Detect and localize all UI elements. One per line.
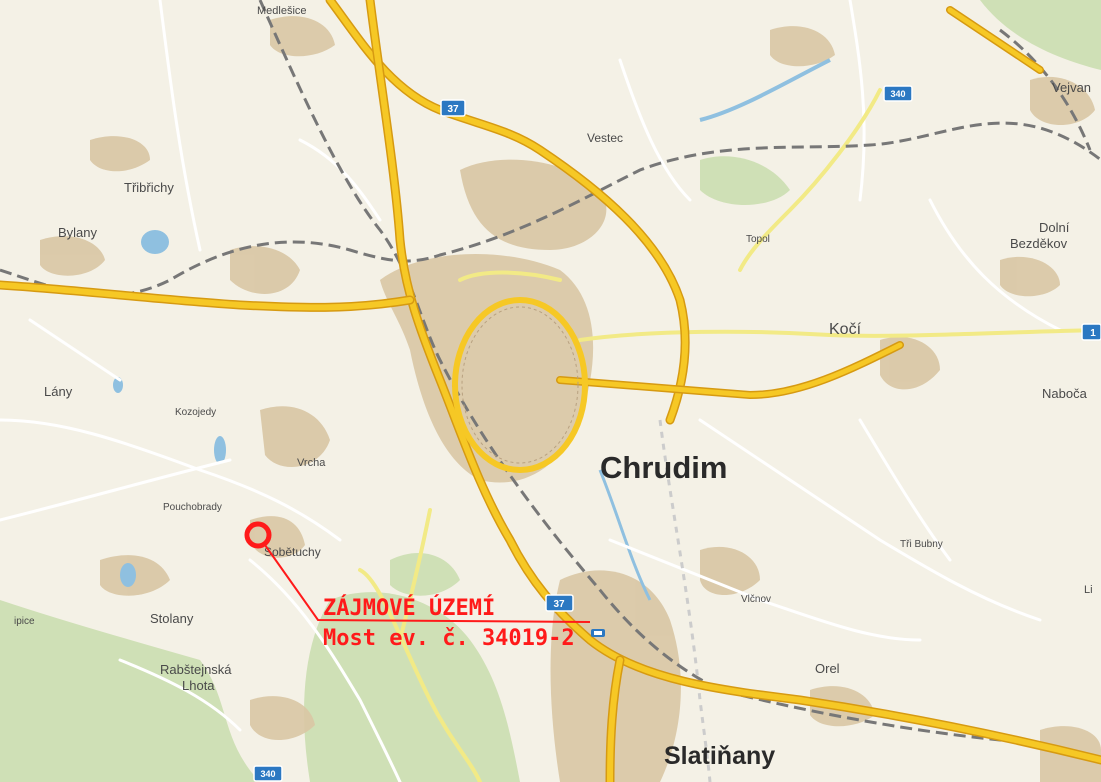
place-label-lhota: Lhota bbox=[182, 678, 215, 693]
place-label-vrcha: Vrcha bbox=[297, 457, 326, 469]
road-shield-340-right: 340 bbox=[883, 85, 913, 102]
place-label-stolany: Stolany bbox=[150, 611, 194, 626]
road-shield-37-top-label: 37 bbox=[447, 104, 459, 115]
city-label-chrudim: Chrudim bbox=[600, 450, 727, 485]
place-label-tribrichy: Třibřichy bbox=[124, 180, 174, 195]
annotation-bridge-id: Most ev. č. 34019-2 bbox=[323, 626, 575, 651]
bridge-icon bbox=[591, 629, 605, 637]
place-label-topol: Topol bbox=[746, 234, 770, 245]
road-shield-37-mid-label: 37 bbox=[553, 599, 565, 610]
city-label-slatinany: Slatiňany bbox=[664, 742, 775, 770]
place-label-bylany: Bylany bbox=[58, 225, 98, 240]
place-label-pouchobrady: Pouchobrady bbox=[163, 502, 222, 513]
railway-dashed-light bbox=[658, 419, 712, 782]
road-shield-1-right: 1 bbox=[1081, 323, 1101, 341]
annotation-title: ZÁJMOVÉ ÚZEMÍ bbox=[323, 595, 495, 621]
area-of-interest-marker[interactable] bbox=[244, 521, 272, 549]
local-roads bbox=[0, 0, 1062, 782]
road-shield-1-right-label: 1 bbox=[1090, 328, 1096, 339]
place-label-vejvan: Vejvan bbox=[1052, 80, 1091, 95]
place-label-li: Li bbox=[1084, 584, 1093, 596]
city-ring-road bbox=[452, 297, 588, 473]
annotation-leader-line bbox=[264, 544, 591, 623]
place-label-dolni: Dolní bbox=[1039, 220, 1070, 235]
place-label-koci: Kočí bbox=[829, 321, 862, 338]
road-shield-340-bottom-label: 340 bbox=[260, 769, 275, 779]
city-center-roads bbox=[461, 306, 579, 464]
place-label-orel: Orel bbox=[815, 661, 840, 676]
place-label-tri-bubny: Tři Bubny bbox=[900, 539, 943, 550]
road-shield-37-top: 37 bbox=[440, 99, 466, 117]
place-label-vestec: Vestec bbox=[587, 131, 623, 145]
road-shield-37-mid: 37 bbox=[545, 594, 574, 612]
railways bbox=[0, 0, 1101, 762]
place-label-lany: Lány bbox=[44, 384, 73, 399]
road-shield-340-right-label: 340 bbox=[890, 89, 905, 99]
place-label-sobetuchy: Sobětuchy bbox=[264, 545, 321, 559]
place-label-vicnov: Vlčnov bbox=[741, 594, 771, 605]
place-label-rabstejnska: Rabštejnská bbox=[160, 662, 232, 677]
minor-roads bbox=[358, 88, 1101, 782]
place-label-medlesice: Medlešice bbox=[257, 5, 307, 17]
place-label-naboca: Naboča bbox=[1042, 386, 1088, 401]
water-bodies bbox=[113, 58, 831, 601]
place-label-lipice: ipice bbox=[14, 616, 35, 627]
place-label-kozojedy: Kozojedy bbox=[175, 407, 216, 418]
place-label-bezdekov: Bezděkov bbox=[1010, 236, 1068, 251]
road-shield-340-bottom: 340 bbox=[253, 765, 283, 782]
